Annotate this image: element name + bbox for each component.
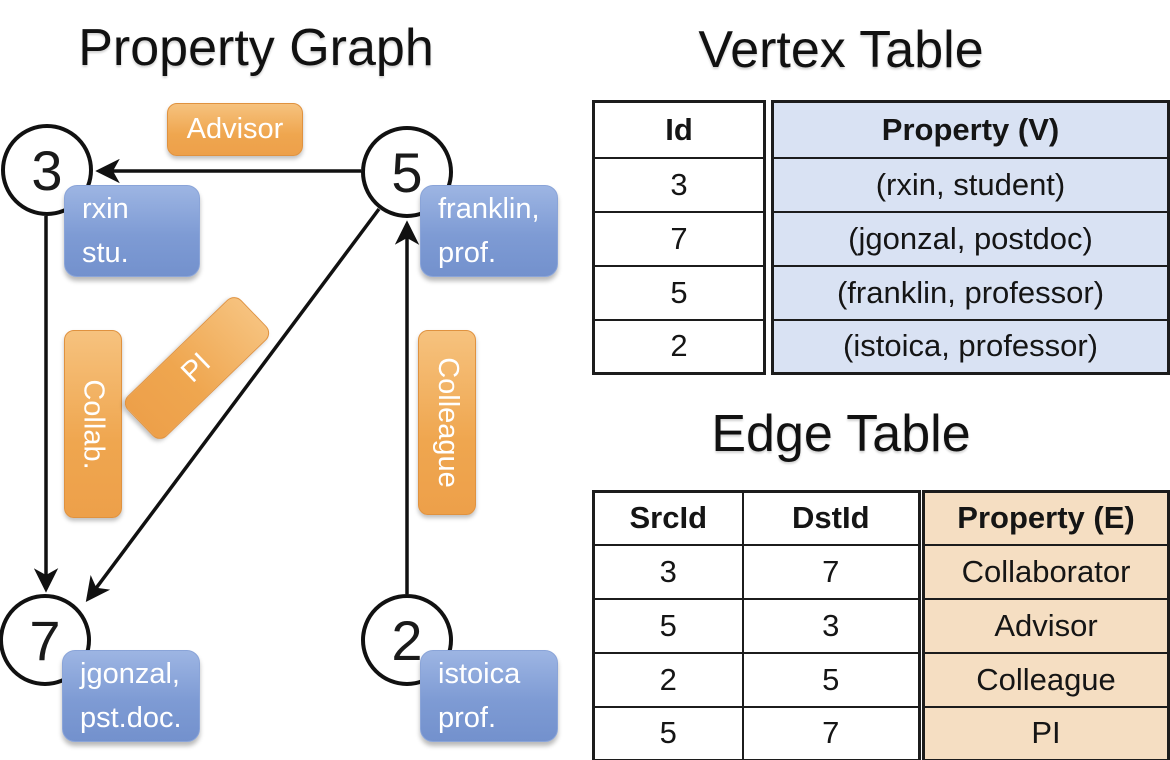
table-row: PI: [922, 705, 1170, 760]
table-row: 5: [592, 264, 766, 321]
vertex-node-5[interactable]: 5: [361, 126, 453, 218]
column-header: Property (V): [771, 100, 1170, 159]
vertex-table-title: Vertex Table: [698, 21, 984, 79]
column-header: Property (E): [922, 490, 1170, 546]
vertex-property-box-jgonzal[interactable]: jgonzal, pst.doc.: [62, 650, 200, 742]
vertex-table-id-column: Id 3 7 5 2: [592, 100, 766, 375]
table-row: (franklin, professor): [771, 264, 1170, 321]
vertex-id: 5: [391, 140, 423, 204]
property-line: prof.: [438, 237, 497, 269]
table-row: 2: [592, 318, 766, 375]
column-header: Id: [592, 100, 766, 159]
table-row: (rxin, student): [771, 156, 1170, 213]
table-row: 3: [592, 156, 766, 213]
property-line: rxin: [82, 193, 129, 225]
column-header: DstId: [741, 490, 921, 546]
table-row: 2 5: [592, 651, 921, 708]
vertex-id: 3: [31, 138, 63, 202]
vertex-node-2[interactable]: 2: [361, 594, 453, 686]
edge-label-text: Colleague: [431, 357, 464, 488]
column-header: SrcId: [592, 490, 744, 546]
edge-label-collab[interactable]: Collab.: [64, 330, 122, 518]
vertex-property-box-franklin[interactable]: franklin, prof.: [420, 185, 558, 277]
table-row: Collaborator: [922, 543, 1170, 600]
property-graph-title: Property Graph: [78, 19, 434, 77]
vertex-property-box-istoica[interactable]: istoica prof.: [420, 650, 558, 742]
property-line: jgonzal,: [80, 658, 180, 690]
table-row: Colleague: [922, 651, 1170, 708]
edge-label-text: Advisor: [186, 113, 284, 145]
property-line: prof.: [438, 702, 497, 734]
table-row: Advisor: [922, 597, 1170, 654]
table-row: 3 7: [592, 543, 921, 600]
property-line: pst.doc.: [80, 702, 182, 734]
table-row: (istoica, professor): [771, 318, 1170, 375]
vertex-table-property-column: Property (V) (rxin, student) (jgonzal, p…: [771, 100, 1170, 375]
edge-table-property-column: Property (E) Collaborator Advisor Collea…: [922, 490, 1170, 760]
graph-edges: [33, 158, 420, 602]
table-row: 7: [592, 210, 766, 267]
edge-label-advisor[interactable]: Advisor: [167, 103, 303, 156]
edge-table-title: Edge Table: [711, 405, 971, 463]
table-row: 5 3: [592, 597, 921, 654]
vertex-id: 2: [391, 608, 423, 672]
edge-label-text: PI: [175, 346, 218, 389]
edge-label-colleague[interactable]: Colleague: [418, 330, 476, 515]
edge-5-to-7: [85, 207, 381, 602]
vertex-property-box-rxin[interactable]: rxin stu.: [64, 185, 200, 277]
edge-table-id-columns: SrcId DstId 3 7 5 3 2 5 5 7: [592, 490, 921, 760]
table-row: 5 7: [592, 705, 921, 760]
vertex-id: 7: [29, 608, 61, 672]
table-row: (jgonzal, postdoc): [771, 210, 1170, 267]
edge-label-text: Collab.: [77, 378, 110, 470]
property-line: franklin,: [438, 193, 540, 225]
property-line: istoica: [438, 658, 521, 690]
property-line: stu.: [82, 237, 129, 269]
